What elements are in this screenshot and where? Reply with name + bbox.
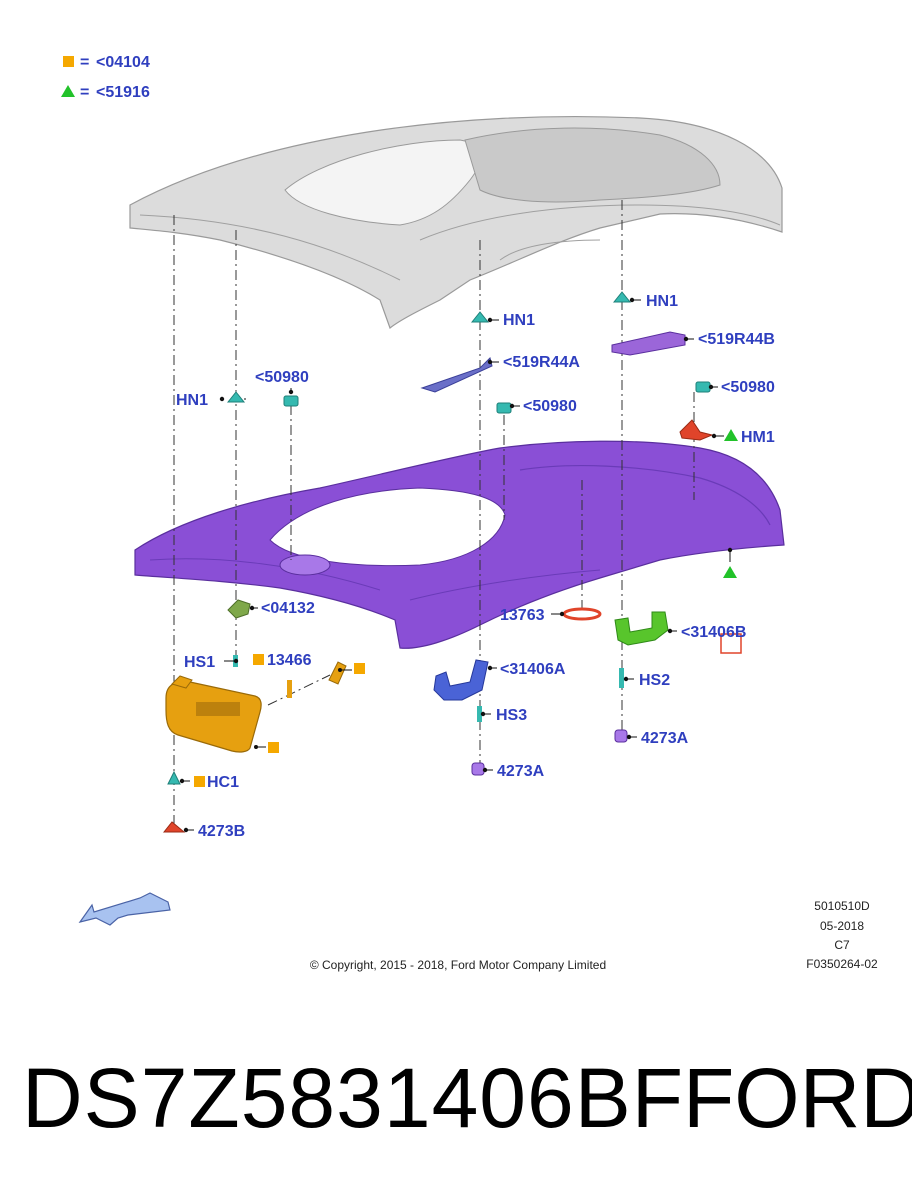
legend-square-icon (63, 56, 74, 67)
hm1-triangle-icon (724, 429, 738, 441)
legend-triangle-icon (61, 85, 75, 97)
visor-clip-right (328, 661, 347, 685)
brand-name: FORD (683, 1051, 912, 1145)
footer-rev: C7 (834, 938, 850, 952)
label-13466: 13466 (267, 652, 312, 669)
cap-4273b-icon (162, 821, 186, 833)
p13466-square-icon (253, 654, 264, 665)
clip-hn1-left-icon (226, 391, 246, 403)
clip-hn1-right-icon (612, 291, 632, 303)
visor-square-icon (268, 742, 279, 753)
sun-visor (165, 675, 262, 753)
clip-50980-right-icon (695, 381, 711, 393)
label-hn1-center: HN1 (503, 312, 535, 329)
label-4273b: 4273B (198, 823, 245, 840)
bracket-519r44b (611, 331, 686, 356)
label-519r44b: <519R44B (698, 331, 775, 348)
cap-4273a-left-icon (471, 762, 485, 776)
label-31406a: <31406A (500, 661, 566, 678)
label-13763: 13763 (500, 607, 545, 624)
clip-hc1-icon (167, 770, 181, 785)
label-hs1: HS1 (184, 654, 215, 671)
label-519r44a: <519R44A (503, 354, 580, 371)
legend-eq-1: = (80, 54, 89, 71)
visor-clip-square-icon (354, 663, 365, 674)
part-number: DS7Z5831406BF (22, 1051, 685, 1145)
label-4273a-left: 4273A (497, 763, 545, 780)
part-13763 (562, 607, 602, 621)
highlight-box-icon (720, 633, 742, 654)
cap-4273a-right-icon (614, 729, 628, 743)
part-hm1 (679, 419, 714, 441)
parts-diagram: = <04104 = <51916 (61, 54, 878, 972)
label-50980-center: <50980 (523, 398, 577, 415)
label-04132: <04132 (261, 600, 315, 617)
callout-dots (179, 297, 733, 833)
clip-50980-center-icon (496, 402, 512, 414)
label-50980-right: <50980 (721, 379, 775, 396)
copyright: © Copyright, 2015 - 2018, Ford Motor Com… (310, 958, 606, 972)
headliner (134, 440, 785, 649)
label-hn1-right: HN1 (646, 293, 678, 310)
legend-text-square: <04104 (96, 54, 150, 71)
bracket-519r44a (420, 357, 493, 393)
footer-code: 5010510D (814, 899, 870, 913)
front-direction-arrow-icon (78, 892, 171, 926)
part-13466 (287, 680, 292, 698)
headliner-triangle-icon (723, 566, 737, 578)
part-04132 (227, 599, 251, 619)
hc1-square-icon (194, 776, 205, 787)
legend-eq-2: = (80, 84, 89, 101)
screw-hs2-icon (619, 668, 624, 688)
footer-figure: F0350264-02 (806, 957, 878, 971)
label-hm1: HM1 (741, 429, 775, 446)
footer-date: 05-2018 (820, 919, 864, 933)
clip-hn1-center-icon (470, 311, 490, 323)
label-hs3: HS3 (496, 707, 527, 724)
clip-50980-left-icon (283, 395, 299, 407)
label-50980-left: <50980 (255, 369, 309, 386)
roof-panel (129, 115, 783, 329)
label-hc1: HC1 (207, 774, 239, 791)
handle-31406b (614, 611, 669, 646)
label-hs2: HS2 (639, 672, 670, 689)
label-hn1-left: HN1 (176, 392, 208, 409)
label-31406b: <31406B (681, 624, 746, 641)
screw-hs3-icon (477, 706, 482, 722)
handle-31406a (433, 659, 489, 701)
legend-text-triangle: <51916 (96, 84, 150, 101)
label-4273a-right: 4273A (641, 730, 689, 747)
